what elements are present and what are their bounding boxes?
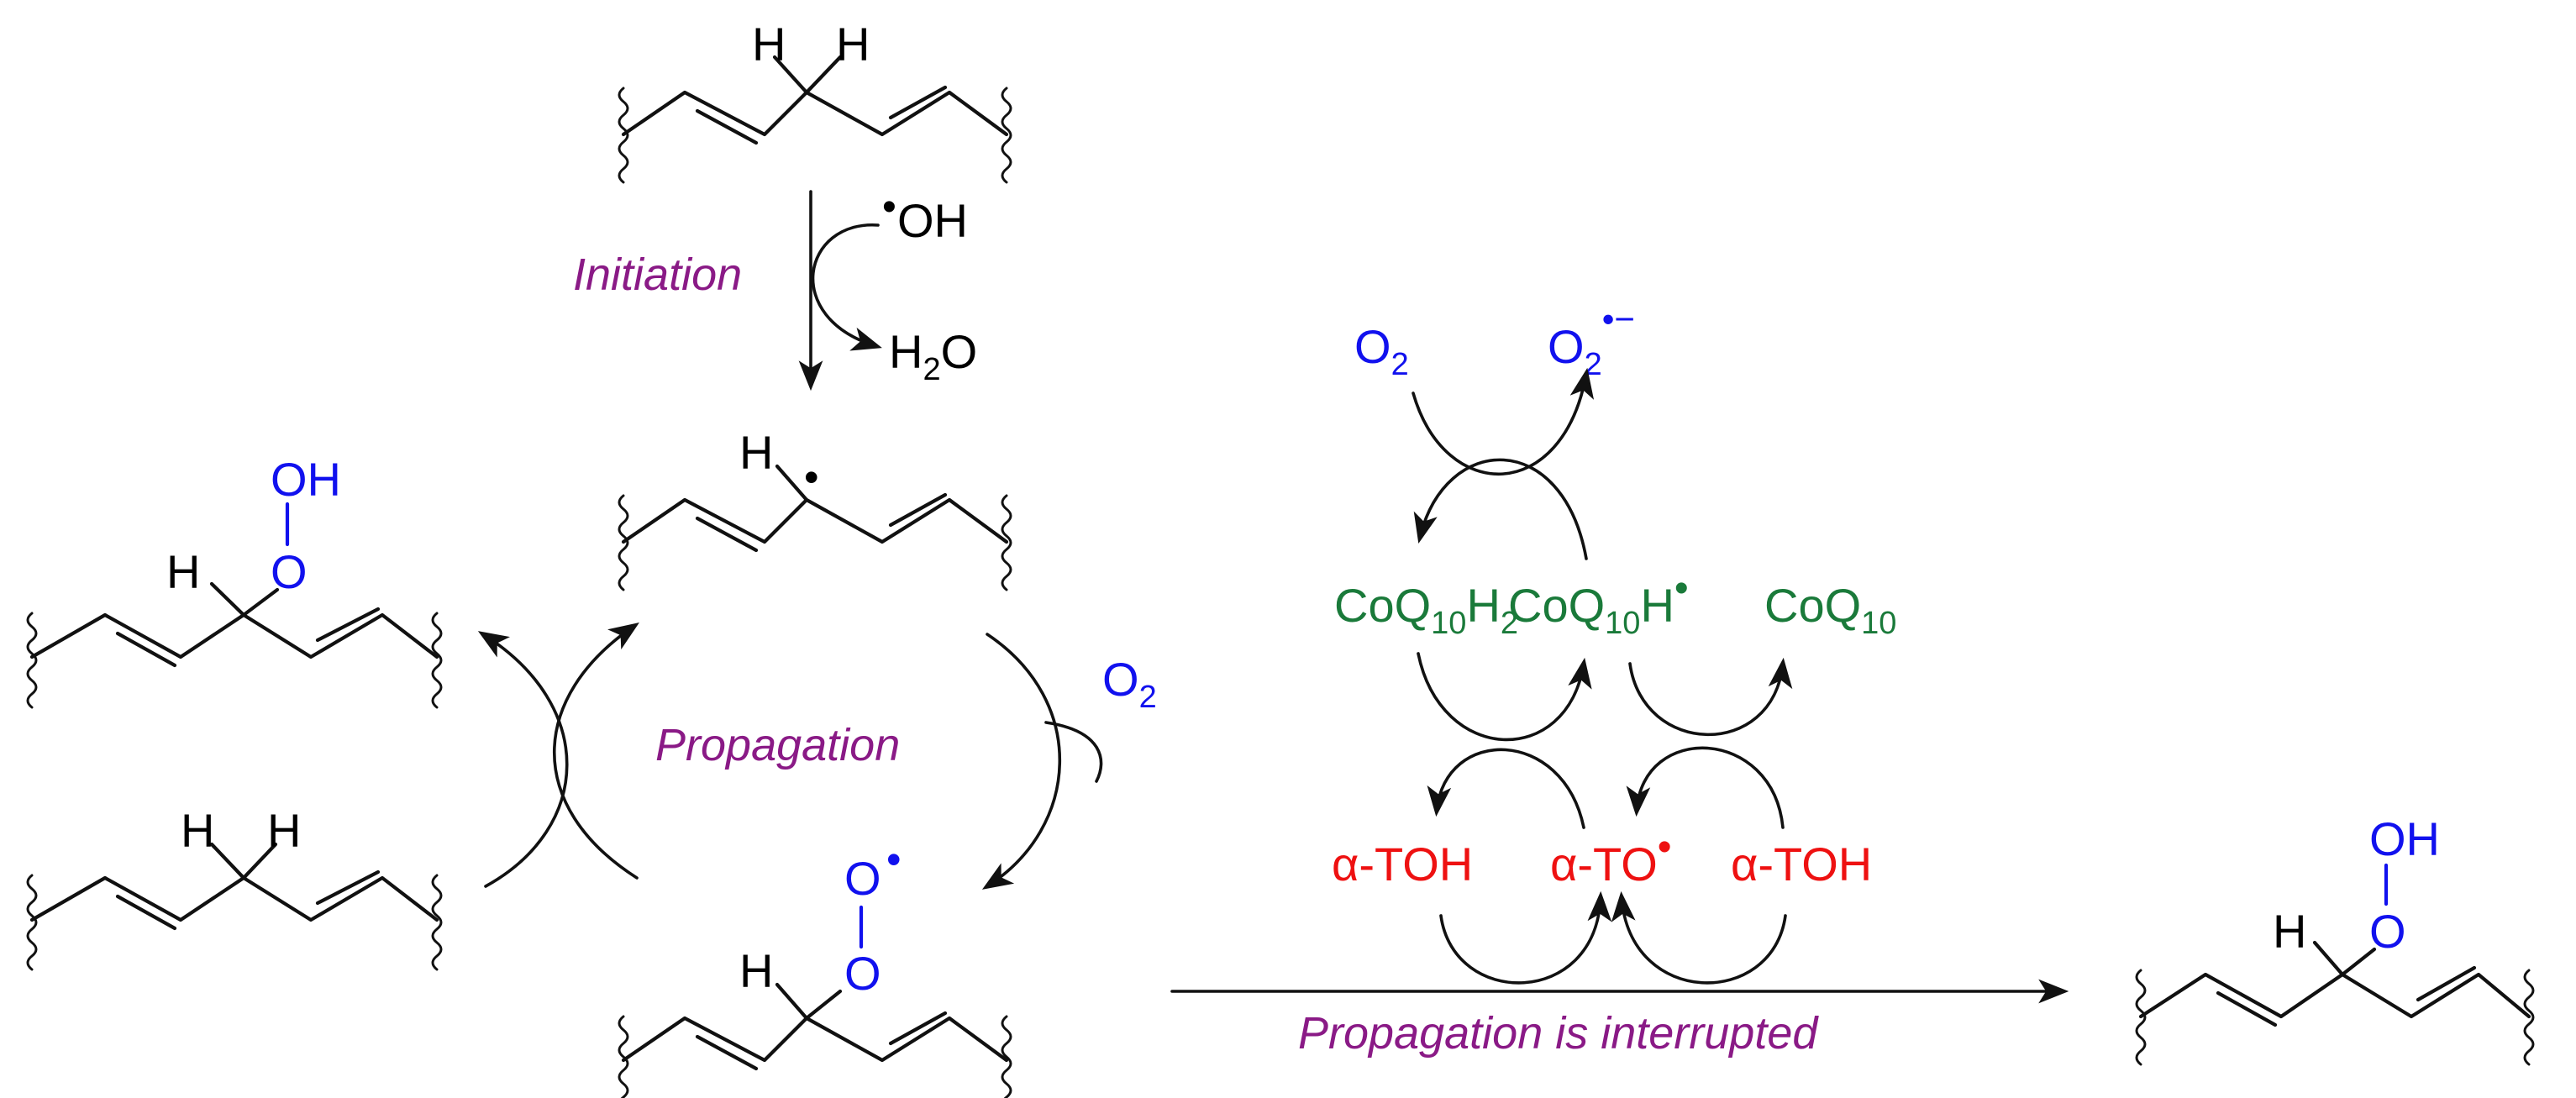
lipid-hydroperoxide-product: H O OH xyxy=(2135,812,2535,1066)
atom-h: H xyxy=(739,426,773,479)
atom-h: H xyxy=(267,804,301,857)
interrupted-label: Propagation is interrupted xyxy=(1298,1008,1819,1059)
antioxidant-network: O2 O2•− CoQ10H2 CoQ10H• CoQ10 α-TOH α-TO… xyxy=(1332,299,1896,985)
initiation-arrow: • OH H2O Initiation xyxy=(573,185,977,391)
propagation-label: Propagation xyxy=(655,720,900,770)
radical-dot: • xyxy=(886,836,902,883)
hydroperoxide-oh: OH xyxy=(271,453,341,506)
hydroperoxide-o: O xyxy=(271,545,308,598)
hydroxyl-radical-dot: • xyxy=(882,185,896,229)
atom-h: H xyxy=(181,804,214,857)
atom-h: H xyxy=(739,944,773,997)
ubiquinone-label: CoQ10 xyxy=(1764,579,1896,641)
atom-h: H xyxy=(2273,905,2306,958)
atom-h: H xyxy=(166,545,200,598)
lipid-top: H H xyxy=(618,18,1012,184)
superoxide-label: O2•− xyxy=(1548,299,1635,382)
hydroxyl-radical-label: OH xyxy=(897,194,968,247)
hydroperoxide-o: O xyxy=(2369,905,2406,958)
tocopherol-label: α-TOH xyxy=(1731,838,1872,890)
atom-h: H xyxy=(836,18,870,71)
lipid-second: H H xyxy=(26,804,443,971)
hydroperoxide-oh: OH xyxy=(2369,812,2440,865)
atom-h: H xyxy=(752,18,786,71)
peroxyl-o-lower: O xyxy=(844,947,881,1000)
interruption-arrow: Propagation is interrupted xyxy=(1170,979,2069,1059)
water-label: H2O xyxy=(889,325,977,387)
oxygen-label: O2 xyxy=(1354,320,1409,382)
initiation-label: Initiation xyxy=(573,250,742,300)
lipid-hydroperoxide-left: H O OH xyxy=(26,453,443,709)
semiquinone-label: CoQ10H• xyxy=(1508,566,1689,641)
propagation-cycle: O2 Propagation xyxy=(477,622,1157,890)
oxygen-label: O2 xyxy=(1102,653,1157,715)
tocopherol-label: α-TOH xyxy=(1332,838,1473,890)
ubiquinol-label: CoQ10H2 xyxy=(1334,579,1518,641)
lipid-peroxyl-radical: H O O • xyxy=(618,836,1012,1098)
radical-dot: • xyxy=(804,454,819,501)
lipid-radical: H • xyxy=(618,426,1012,591)
peroxyl-o-upper: O xyxy=(844,852,881,905)
tocopheroxyl-label: α-TO• xyxy=(1550,825,1672,890)
